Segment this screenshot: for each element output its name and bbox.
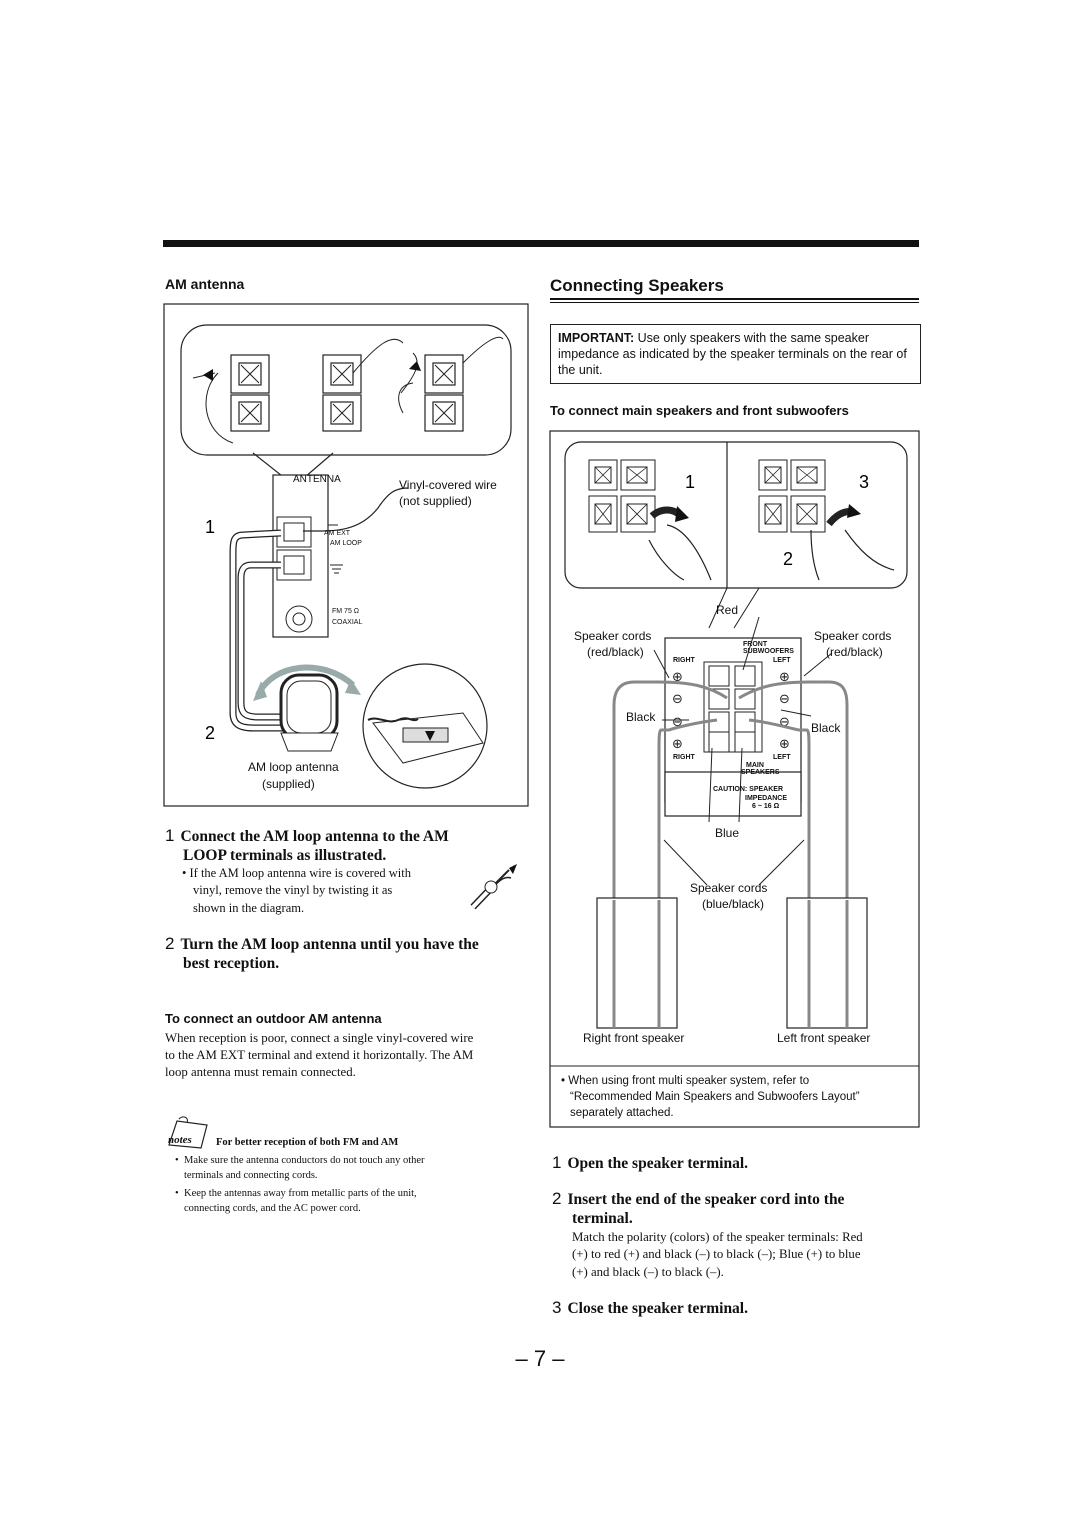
fig-step-1: 1	[685, 472, 695, 492]
vinyl-wire-label: Vinyl-covered wire	[399, 478, 497, 492]
left-front-speaker-label: Left front speaker	[777, 1031, 871, 1045]
coaxial-label: COAXIAL	[332, 619, 363, 626]
supplied-label: (supplied)	[262, 777, 315, 791]
outdoor-text-line2: to the AM EXT terminal and extend it hor…	[165, 1048, 474, 1062]
impedance-label: IMPEDANCE	[745, 795, 788, 802]
am-loop-label: AM LOOP	[330, 540, 362, 547]
ohms-label: 6 ~ 16 Ω	[752, 803, 780, 810]
cords-right-label: Speaker cords	[814, 629, 892, 643]
am-step-1-cont: LOOP terminals as illustrated.	[183, 847, 387, 864]
connecting-speakers-title: Connecting Speakers	[550, 276, 724, 295]
cords-blue-color: (blue/black)	[702, 897, 765, 911]
svg-text:⊖: ⊖	[779, 715, 790, 730]
important-box: IMPORTANT: Use only speakers with the sa…	[550, 324, 921, 384]
svg-text:⊕: ⊕	[779, 737, 790, 752]
am-bullet-line2: vinyl, remove the vinyl by twisting it a…	[193, 883, 393, 897]
main-speakers-heading: To connect main speakers and front subwo…	[550, 403, 849, 418]
note-2: •Keep the antennas away from metallic pa…	[175, 1188, 417, 1214]
am-antenna-heading: AM antenna	[165, 276, 245, 292]
blue-label: Blue	[715, 826, 740, 840]
front-label: FRONT	[743, 641, 768, 648]
polarity-line1: Match the polarity (colors) of the speak…	[572, 1230, 863, 1244]
note-1: •Make sure the antenna conductors do not…	[175, 1153, 505, 1216]
svg-text:⊖: ⊖	[779, 692, 790, 707]
speaker-step-2-cont: terminal.	[572, 1210, 633, 1227]
outdoor-antenna-heading: To connect an outdoor AM antenna	[165, 1011, 382, 1026]
subwoofers-label: SUBWOOFERS	[743, 648, 794, 655]
polarity-line3: (+) and black (–) to black (–).	[572, 1265, 724, 1279]
main-label: MAIN	[746, 762, 764, 769]
fig-step-2: 2	[783, 549, 793, 569]
right-front-speaker-label: Right front speaker	[583, 1031, 685, 1045]
notes-icon: notes	[168, 1116, 208, 1149]
svg-text:⊕: ⊕	[672, 670, 683, 685]
svg-text:⊖: ⊖	[672, 715, 683, 730]
title-rule	[550, 298, 919, 303]
right-label-top: RIGHT	[673, 657, 695, 664]
am-bullet-line1: • If the AM loop antenna wire is covered…	[182, 866, 411, 880]
am-step-2-cont: best reception.	[183, 955, 280, 972]
loop-antenna-label: AM loop antenna	[248, 760, 339, 774]
page-number: – 7 –	[515, 1346, 565, 1371]
polarity-line2: (+) to red (+) and black (–) to black (–…	[572, 1247, 861, 1261]
left-label-top: LEFT	[773, 657, 791, 664]
speaker-connection-figure: 1 3 2 ⊕ ⊕ ⊖ ⊖ ⊖ ⊖ ⊕ ⊕	[549, 430, 920, 1128]
am-ext-label: AM EXT	[324, 530, 351, 537]
svg-text:⊕: ⊕	[672, 737, 683, 752]
caution-label: CAUTION: SPEAKER	[713, 786, 784, 793]
twist-wire-icon	[470, 864, 517, 910]
outdoor-text-line1: When reception is poor, connect a single…	[165, 1031, 474, 1045]
layout-note: • When using front multi speaker system,…	[561, 1075, 860, 1119]
svg-text:⊕: ⊕	[779, 670, 790, 685]
right-label-bottom: RIGHT	[673, 754, 695, 761]
notes-title: For better reception of both FM and AM	[216, 1137, 399, 1148]
cords-blue-label: Speaker cords	[690, 881, 768, 895]
left-label-bottom: LEFT	[773, 754, 791, 761]
speakers-label: SPEAKERS	[741, 769, 780, 776]
step-2-marker: 2	[205, 723, 215, 743]
outdoor-text-line3: loop antenna must remain connected.	[165, 1065, 356, 1079]
step-1-marker: 1	[205, 517, 215, 537]
cords-right-color: (red/black)	[826, 645, 883, 659]
cords-left-label: Speaker cords	[574, 629, 652, 643]
am-bullet-line3: shown in the diagram.	[193, 901, 305, 915]
black-right-label: Black	[811, 721, 841, 735]
am-antenna-figure: 1 2	[163, 303, 529, 807]
black-left-label: Black	[626, 710, 656, 724]
cords-left-color: (red/black)	[587, 645, 644, 659]
antenna-label: ANTENNA	[293, 474, 341, 485]
not-supplied-label: (not supplied)	[399, 494, 472, 508]
svg-text:⊖: ⊖	[672, 692, 683, 707]
top-rule	[163, 240, 919, 247]
fm-label: FM 75 Ω	[332, 608, 360, 615]
red-label: Red	[716, 603, 739, 617]
notes-label: notes	[168, 1134, 192, 1146]
fig-step-3: 3	[859, 472, 869, 492]
